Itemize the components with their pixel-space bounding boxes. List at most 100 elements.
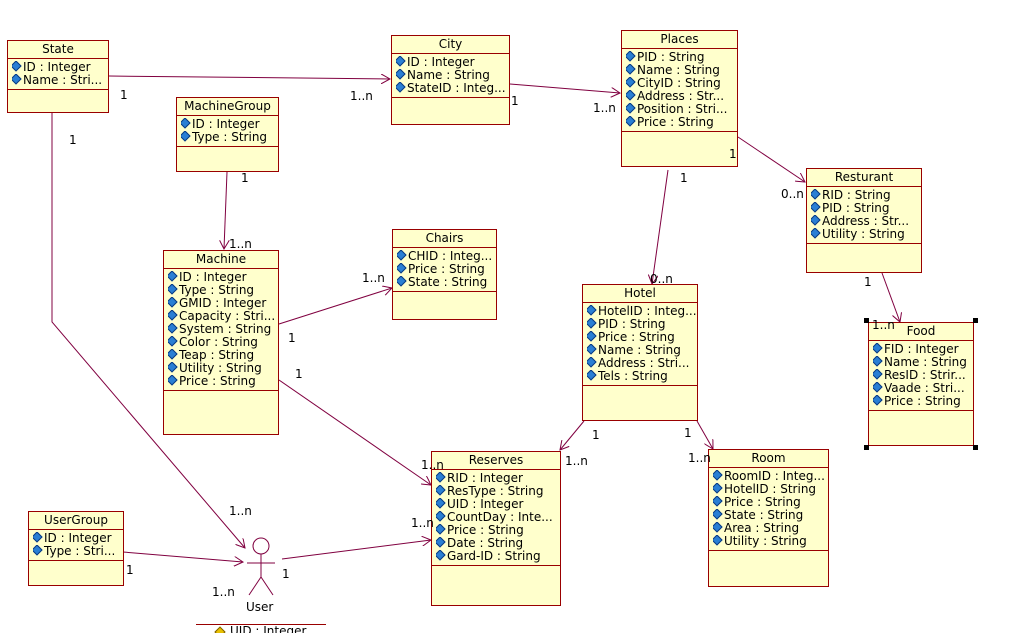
attribute-list: RID : Integer ResType : String UID : Int… xyxy=(432,470,560,566)
class-title: Chairs xyxy=(393,230,496,248)
attribute: ID : Integer xyxy=(12,61,108,74)
multiplicity: 1 xyxy=(729,147,737,161)
class-reserves[interactable]: Reserves RID : Integer ResType : String … xyxy=(431,451,561,606)
multiplicity: 1..n xyxy=(421,458,444,472)
attribute-icon xyxy=(873,343,883,354)
class-resturant[interactable]: Resturant RID : String PID : String Addr… xyxy=(806,168,922,273)
attribute-list: RID : String PID : String Address : Str.… xyxy=(807,187,921,244)
attribute-icon xyxy=(181,131,191,142)
attribute: ResType : String xyxy=(436,485,560,498)
attribute: Date : String xyxy=(436,537,560,550)
attribute-icon xyxy=(713,496,723,507)
assoc-state-city[interactable] xyxy=(108,76,390,79)
attribute-list: ID : Integer Type : String xyxy=(177,116,278,147)
attribute: ID : Integer xyxy=(396,56,509,69)
attribute: Name : Stri... xyxy=(12,74,108,87)
class-usergroup[interactable]: UserGroup ID : Integer Type : Stri... xyxy=(28,511,124,586)
attribute-icon xyxy=(397,276,407,287)
attribute-icon xyxy=(168,362,178,373)
attribute: Type : Stri... xyxy=(33,545,123,558)
attribute: CityID : String xyxy=(626,77,737,90)
assoc-usergroup-user[interactable] xyxy=(122,551,243,562)
attribute: FID : Integer xyxy=(873,343,973,356)
selection-handle[interactable] xyxy=(973,318,978,323)
class-machinegroup[interactable]: MachineGroup ID : Integer Type : String xyxy=(176,97,279,172)
attribute-icon xyxy=(713,522,723,533)
attribute: ID : Integer xyxy=(33,532,123,545)
assoc-hotel-room[interactable] xyxy=(696,420,713,449)
multiplicity: 1 xyxy=(684,426,692,440)
multiplicity: 1 xyxy=(288,331,296,345)
attribute-icon xyxy=(626,116,636,127)
attribute: Name : String xyxy=(587,344,697,357)
attribute-icon xyxy=(436,485,446,496)
attribute: Price : String xyxy=(587,331,697,344)
attribute-list: HotelID : Integ... PID : String Price : … xyxy=(583,303,697,386)
selection-handle[interactable] xyxy=(864,318,869,323)
attribute: HotelID : String xyxy=(713,483,828,496)
multiplicity: 1..n xyxy=(362,271,385,285)
multiplicity: 1..n xyxy=(872,318,895,332)
assoc-places-hotel[interactable] xyxy=(652,169,669,284)
attribute: StateID : Integ... xyxy=(396,82,509,95)
multiplicity: 1 xyxy=(511,94,519,108)
attribute-list: ID : Integer Type : Stri... xyxy=(29,530,123,561)
attribute: Name : String xyxy=(873,356,973,369)
assoc-hotel-reserves[interactable] xyxy=(560,420,585,450)
class-machine[interactable]: Machine ID : Integer Type : String GMID … xyxy=(163,250,279,435)
attribute: Type : String xyxy=(168,284,278,297)
attribute: PID : String xyxy=(811,202,921,215)
attribute: Utility : String xyxy=(168,362,278,375)
assoc-machinegroup-machine[interactable] xyxy=(224,171,227,249)
attribute: Price : String xyxy=(873,395,973,408)
attribute-icon xyxy=(587,357,597,368)
assoc-user-reserves[interactable] xyxy=(281,540,431,560)
attribute: State : String xyxy=(397,276,496,289)
attribute-icon xyxy=(12,74,22,85)
attribute: RID : Integer xyxy=(436,472,560,485)
attribute-icon xyxy=(168,323,178,334)
attribute-icon xyxy=(397,250,407,261)
attribute: RID : String xyxy=(811,189,921,202)
class-hotel[interactable]: Hotel HotelID : Integ... PID : String Pr… xyxy=(582,284,698,421)
attribute-list: FID : Integer Name : String ResID : Stri… xyxy=(869,341,973,411)
attribute-icon xyxy=(713,470,723,481)
attribute: System : String xyxy=(168,323,278,336)
class-title: Places xyxy=(622,31,737,49)
assoc-places-resturant[interactable] xyxy=(737,136,805,182)
assoc-state-user[interactable] xyxy=(51,113,245,548)
selection-handle[interactable] xyxy=(864,445,869,450)
assoc-resturant-food[interactable] xyxy=(881,272,900,322)
multiplicity: 1 xyxy=(282,567,290,581)
assoc-machine-reserves[interactable] xyxy=(278,379,431,485)
class-state[interactable]: State ID : Integer Name : Stri... xyxy=(7,40,109,113)
attribute: PID : String xyxy=(626,51,737,64)
attribute: Price : String xyxy=(626,116,737,129)
attribute: HotelID : Integ... xyxy=(587,305,697,318)
attribute: Utility : String xyxy=(811,228,921,241)
attribute-icon xyxy=(873,395,883,406)
class-city[interactable]: City ID : Integer Name : String StateID … xyxy=(391,35,510,125)
assoc-machine-chairs[interactable] xyxy=(278,288,392,325)
class-title: Resturant xyxy=(807,169,921,187)
attribute: Name : String xyxy=(626,64,737,77)
class-chairs[interactable]: Chairs CHID : Integ... Price : String St… xyxy=(392,229,497,320)
multiplicity: 1..n xyxy=(411,516,434,530)
class-food[interactable]: Food FID : Integer Name : String ResID :… xyxy=(868,322,974,446)
user-actor-figure[interactable] xyxy=(247,537,275,596)
attribute: Teap : String xyxy=(168,349,278,362)
attribute: Area : String xyxy=(713,522,828,535)
selection-handle[interactable] xyxy=(973,445,978,450)
class-title: City xyxy=(392,36,509,54)
class-places[interactable]: Places PID : String Name : String CityID… xyxy=(621,30,738,167)
multiplicity: 1 xyxy=(69,133,77,147)
user-actor-label: User xyxy=(246,600,274,614)
attribute-icon xyxy=(811,202,821,213)
attribute-icon xyxy=(713,535,723,546)
assoc-city-places[interactable] xyxy=(509,83,620,93)
multiplicity: 1 xyxy=(592,428,600,442)
class-room[interactable]: Room RoomID : Integ... HotelID : String … xyxy=(708,449,829,587)
attribute: Position : Stri... xyxy=(626,103,737,116)
